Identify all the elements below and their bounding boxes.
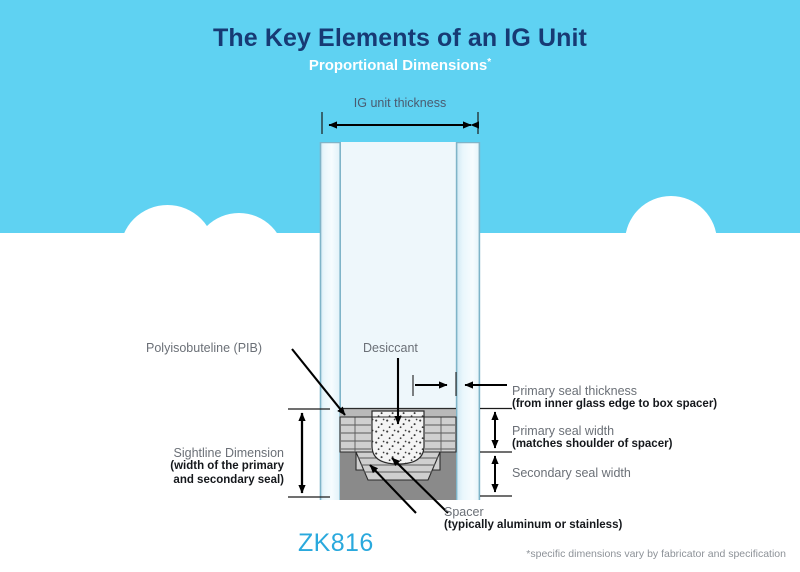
label-spacer: Spacer (typically aluminum or stainless) <box>444 505 622 533</box>
label-primary-seal-thickness: Primary seal thickness (from inner glass… <box>512 384 717 412</box>
label-secondary-seal-width: Secondary seal width <box>512 466 631 480</box>
label-polyisobuteline: Polyisobuteline (PIB) <box>146 341 263 355</box>
label-primary-seal-thickness-sub: (from inner glass edge to box spacer) <box>512 398 718 410</box>
page-subtitle: Proportional Dimensions* <box>0 57 800 74</box>
footnote: *specific dimensions vary by fabricator … <box>526 548 786 560</box>
label-primary-seal-width-main: Primary seal width <box>512 424 615 438</box>
label-sightline-main: Sightline Dimension <box>173 446 284 460</box>
label-spacer-main: Spacer <box>444 505 484 519</box>
page-title: The Key Elements of an IG Unit <box>213 24 587 52</box>
page-subtitle-text: Proportional Dimensions <box>308 57 488 74</box>
cloud-right-bump-1 <box>625 196 717 288</box>
subtitle-asterisk: * <box>487 57 492 68</box>
label-sightline-sub-line1: (width of the primary <box>170 460 284 472</box>
label-sightline-sub-line2: and secondary seal) <box>173 473 284 486</box>
cloud-left-bump-2 <box>193 213 285 305</box>
label-primary-seal-thickness-main: Primary seal thickness <box>512 384 638 398</box>
label-sightline-dimension: Sightline Dimension (width of the primar… <box>106 446 284 487</box>
ig-unit-thickness-label: IG unit thickness <box>353 96 447 110</box>
label-primary-seal-width: Primary seal width (matches shoulder of … <box>512 424 672 452</box>
label-spacer-sub: (typically aluminum or stainless) <box>444 519 623 531</box>
label-primary-seal-width-sub: (matches shoulder of spacer) <box>512 438 673 450</box>
label-desiccant: Desiccant <box>363 341 418 355</box>
watermark: ZK816 <box>298 529 374 557</box>
